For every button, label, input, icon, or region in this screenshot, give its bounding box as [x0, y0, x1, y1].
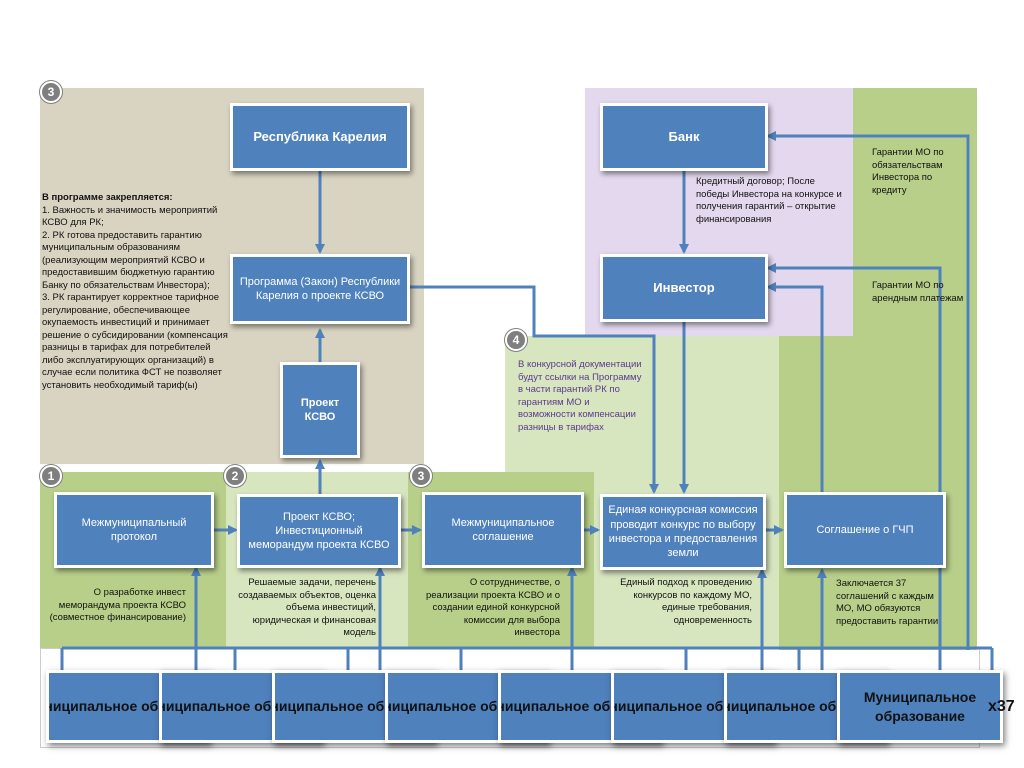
- agreements-37-note: Заключается 37 соглашений с каждым МО, М…: [836, 578, 939, 627]
- program-note-item: 2. РК готова предоставить гарантию муниц…: [42, 229, 215, 291]
- mezhmun-soglashenie-box: Межмуниципальное соглашение: [422, 492, 584, 568]
- mo-card-8: Муниципальное образование: [837, 670, 1003, 743]
- mezhmun-protokol-box: Межмуниципальный протокол: [54, 492, 214, 568]
- karelia-box: Республика Карелия: [230, 103, 410, 171]
- region-guarantees: [853, 88, 977, 336]
- arrow-program-to-komissia: [410, 285, 659, 494]
- program-box: Программа (Закон) Республики Карелия о п…: [230, 254, 410, 324]
- badge-4: 4: [505, 329, 527, 351]
- multiplier-label: x37: [988, 698, 1015, 715]
- program-note-item: 3. РК гарантирует корректное тарифное ре…: [42, 292, 228, 391]
- program-note-item: 1. Важность и значимость мероприятий КСВ…: [42, 204, 218, 229]
- badge-3-bottom: 3: [410, 465, 432, 487]
- guarantee-rent-note: Гарантии МО по арендным платежам: [872, 280, 964, 304]
- cooperation-note: О сотрудничестве, о реализации проекта К…: [425, 577, 560, 639]
- tasks-note: Решаемые задачи, перечень создаваемых об…: [238, 577, 376, 639]
- proekt-memorandum-box: Проект КСВО; Инвестиционный меморандум п…: [237, 494, 401, 568]
- komissia-box: Единая конкурсная комиссия проводит конк…: [600, 494, 766, 570]
- unified-approach-note: Единый подход к проведению конкурсов по …: [620, 577, 752, 626]
- region-tender-docs: [505, 336, 781, 472]
- investor-box: Инвестор: [600, 254, 768, 322]
- arrow-gchp-to-investor: [766, 282, 824, 494]
- program-notes-title: В программе закрепляется:: [42, 192, 173, 203]
- gchp-box: Соглашение о ГЧП: [784, 492, 946, 568]
- credit-note: Кредитный договор; После победы Инвестор…: [696, 176, 842, 225]
- guarantee-credit-note: Гарантии МО по обязательствам Инвестора …: [872, 147, 944, 196]
- arrow-mo-to-bank: [766, 131, 970, 650]
- badge-1: 1: [40, 465, 62, 487]
- program-notes: В программе закрепляется: 1. Важность и …: [42, 192, 230, 393]
- badge-3-top: 3: [40, 81, 62, 103]
- memorandum-dev-note: О разработке инвест меморандума проекта …: [49, 587, 186, 624]
- tender-docs-note: В конкурсной документации будут ссылки н…: [518, 359, 642, 433]
- bank-box: Банк: [600, 103, 768, 171]
- proekt-ksvo-box: Проект КСВО: [280, 362, 360, 458]
- badge-2: 2: [224, 465, 246, 487]
- mo-card-label: Муниципальное образование: [863, 689, 977, 724]
